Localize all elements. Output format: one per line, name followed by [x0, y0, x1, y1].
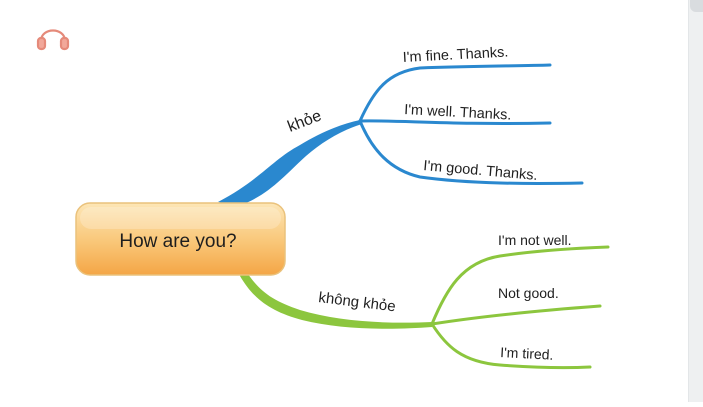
- branch-label-khong-khoe: không khỏe: [318, 289, 397, 315]
- leaf-not-well: I'm not well.: [498, 232, 571, 248]
- leaf-tired: I'm tired.: [500, 344, 554, 363]
- branch-khong-khoe-leaves: [430, 245, 610, 370]
- central-question: How are you?: [119, 231, 236, 252]
- leaf-fine-thanks: I'm fine. Thanks.: [402, 44, 508, 66]
- leaf-line-good: [358, 119, 584, 185]
- branch-khoe-trunk: [218, 120, 362, 206]
- branch-label-khoe: khỏe: [285, 107, 324, 135]
- leaf-line-well: [358, 119, 552, 125]
- branch-khong-khoe-trunk: [240, 268, 432, 329]
- leaf-well-thanks: I'm well. Thanks.: [404, 102, 512, 124]
- page-edge-strip: [688, 0, 703, 402]
- page-corner-mark: [690, 0, 703, 12]
- headphones-icon[interactable]: [36, 29, 70, 51]
- branch-khoe-leaves: [358, 63, 584, 185]
- leaf-not-good: Not good.: [498, 285, 559, 301]
- central-node: How are you?: [75, 202, 286, 276]
- leaf-line-tired: [430, 322, 592, 370]
- leaf-line-fine: [358, 63, 552, 123]
- leaf-line-not-good: [430, 304, 602, 326]
- leaf-line-not-well: [430, 245, 610, 326]
